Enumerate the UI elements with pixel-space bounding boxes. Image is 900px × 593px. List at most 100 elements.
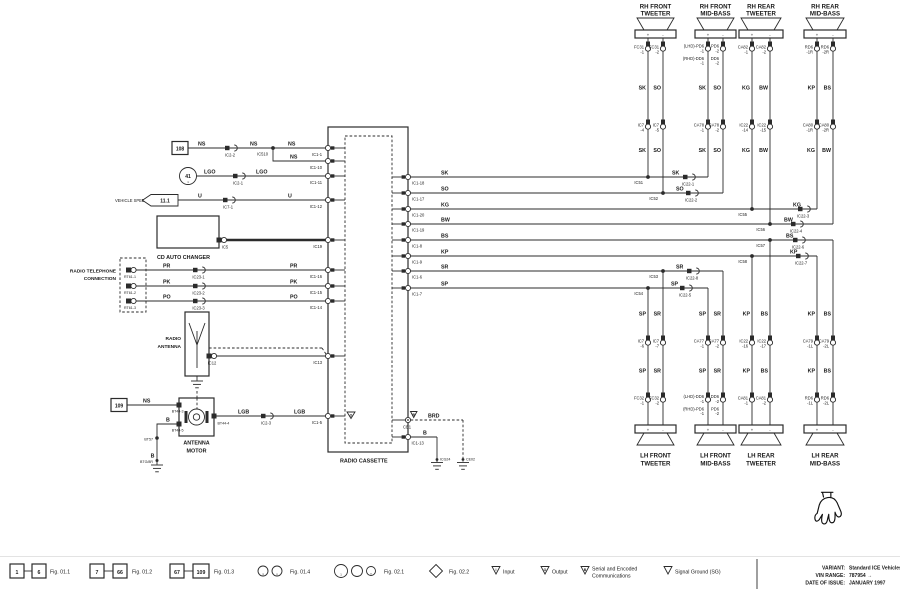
conn-label: -2 (715, 399, 719, 404)
conn-label: -2 (715, 128, 719, 133)
output-symbol: O (346, 411, 356, 420)
column-lh-rear-tweeter-detail: KP BS IC22 -16 IC22 -17 KP BS CA81 -1 CA… (738, 312, 774, 406)
legend-label: Fig. 01.1 (50, 570, 70, 576)
wire-label: BS (441, 234, 449, 240)
pin-label: IC1-5 (312, 420, 323, 425)
pin-label: IC1-8 (412, 243, 423, 248)
wire-label: KP (743, 369, 751, 375)
serial-symbol-letter: B (412, 413, 415, 417)
wire-label: LGO (204, 170, 215, 176)
conn-label: -14 (742, 128, 749, 133)
conn-label: IC22-6 (792, 245, 805, 250)
antenna-caption: ANTENNA (158, 344, 182, 350)
fig-ref-109: 109 (115, 404, 124, 410)
circuit-ns: 108 NS NS NS NS IC2-2 IC510 IC1-1 IC1-10 (171, 140, 335, 170)
conn-label: CA78 (694, 123, 705, 128)
legend-input: I Input (491, 566, 515, 576)
splice-label: IC58 (738, 259, 747, 264)
conn-label: -6 (640, 344, 644, 349)
conn-label: RD6 (821, 396, 830, 401)
serial-symbol-letter: B (584, 568, 587, 572)
conn-label: CA77 (694, 339, 705, 344)
wire-label: SP (671, 282, 679, 288)
plus-terminal: + (751, 32, 754, 37)
wire-label: LGO (256, 170, 267, 176)
conn-label: IC5 (222, 245, 229, 250)
antenna-icon (188, 322, 206, 368)
pin-label: IC1-9 (412, 259, 423, 264)
splice-label: IC51 (634, 180, 643, 185)
wire-label: NS (250, 142, 258, 148)
term-label: RT61-3 (124, 306, 136, 310)
wire-label: SO (441, 187, 449, 193)
wire-label: BW (759, 86, 768, 92)
circle-ref: n (370, 572, 372, 576)
wire-label: SR (714, 369, 722, 375)
pin-label: IC1-10 (310, 165, 323, 170)
wire-label: SR (654, 312, 662, 318)
wire-label: SK (639, 148, 647, 154)
wire-label: SR (714, 312, 722, 318)
conn-label: -1 (700, 411, 704, 416)
plus-terminal: + (816, 428, 819, 433)
column-rh-rear-tweeter-detail: CA82 -1 CA82 -2 KG BW IC22 -14 IC22 -15 … (738, 41, 774, 154)
conn-label: -2R (822, 128, 829, 133)
wire-label: SP (699, 369, 707, 375)
legend-output: O Output (540, 566, 568, 576)
minus-terminal: - (722, 428, 724, 433)
conn-label: -1L (807, 344, 814, 349)
fig-ref-108: 108 (176, 147, 185, 153)
rtc-caption: CONNECTION (84, 276, 117, 282)
speaker-title: LH REAR (811, 453, 839, 460)
hand-icon (814, 491, 842, 525)
wire-label: BRD (428, 414, 440, 420)
wire-label: SO (713, 148, 721, 154)
conn-label: -7 (655, 344, 659, 349)
wire-label: SO (713, 86, 721, 92)
rtc-row-pk: RT61-2 PK PK IC23-2 IC1-15 (124, 280, 335, 296)
legend-range-1: 1 6 Fig. 01.1 (9, 563, 70, 579)
circle-ref: 1 (340, 572, 342, 576)
wire-label: SP (639, 312, 647, 318)
wire-label: PO (163, 295, 171, 301)
conn-label: CA80 (819, 123, 830, 128)
wire-label: SR (676, 265, 684, 271)
circle-ref: 1 (262, 572, 264, 576)
speaker-title: LH FRONT (700, 453, 731, 460)
pin-label: IC1-17 (412, 196, 425, 201)
rtc-caption: RADIO TELEPHONE (70, 269, 117, 275)
conn-label: IC12 (208, 361, 217, 366)
speaker-title: TWEETER (746, 461, 776, 468)
wire-label: SK (672, 171, 680, 177)
speaker-lh-rear-tweeter: + - LH REAR TWEETER (738, 424, 784, 468)
wire-label: SP (699, 312, 707, 318)
wire-label: BS (824, 312, 832, 318)
date-of-issue-label: DATE OF ISSUE: (805, 581, 845, 587)
plus-terminal: + (751, 428, 754, 433)
variant-label: VARIANT: (822, 566, 845, 572)
conn-label: (RHD)-PD6 (683, 406, 705, 411)
conn-label: -1R (806, 128, 813, 133)
conn-label: FC32 (634, 396, 645, 401)
conn-label: CE1 (403, 425, 412, 430)
wire-label: NS (143, 399, 151, 405)
plus-terminal: + (816, 32, 819, 37)
conn-label: (LHD)-PD6 (684, 44, 705, 49)
legend-label: Output (552, 570, 568, 576)
conn-label: -1 (700, 48, 704, 53)
wire-label: KG (793, 203, 801, 209)
wire-label: BW (759, 148, 768, 154)
fig-ref: 1 (16, 570, 19, 576)
pin-label: IC1-6 (412, 274, 423, 279)
bus-row-sr: IC1-6 SR IC53 SR IC22-8 (401, 265, 723, 281)
conn-label: -5 (655, 128, 659, 133)
conn-label: -1 (700, 344, 704, 349)
conn-label: IC22 (739, 339, 748, 344)
radio-antenna: RADIO ANTENNA IC12 IC13 (158, 311, 335, 398)
conn-label: CA77 (709, 339, 720, 344)
wire-label: PR (163, 264, 171, 270)
circle-ref: n (276, 572, 278, 576)
vehicle-speed-caption: VEHICLE SPEED (115, 198, 148, 203)
